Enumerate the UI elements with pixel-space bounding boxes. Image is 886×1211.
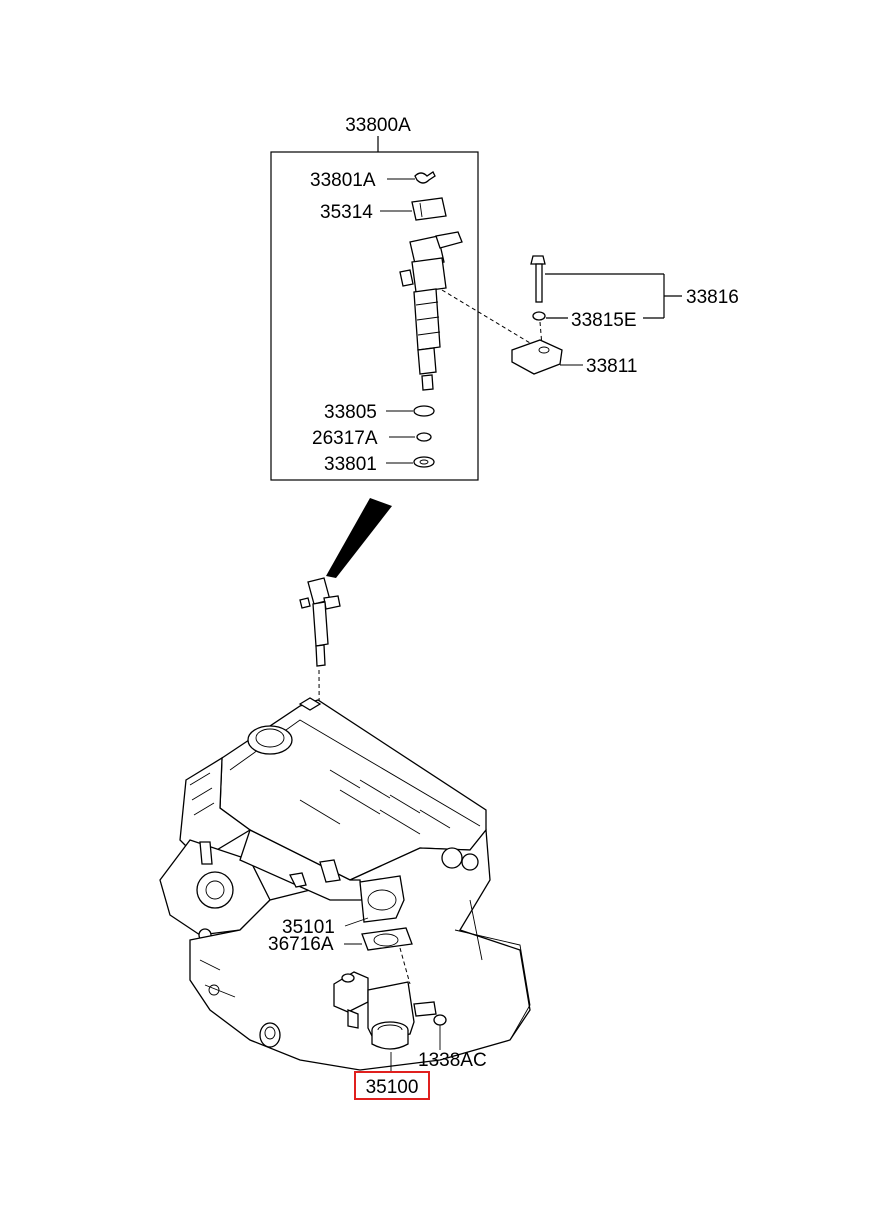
label-33811[interactable]: 33811	[586, 356, 637, 377]
label-33805[interactable]: 33805	[324, 402, 377, 423]
throttle-body-callout[interactable]: 35100	[354, 1071, 430, 1100]
callout-arrow	[326, 498, 392, 578]
clamp-part: 33811	[511, 339, 637, 377]
bolt-small-part: 1338AC	[418, 1014, 487, 1071]
injector-kit-box: 33800A	[270, 115, 479, 481]
label-33815e[interactable]: 33815E	[571, 310, 637, 331]
label-26317a[interactable]: 26317A	[312, 428, 378, 449]
highlight-box	[354, 1071, 430, 1100]
label-35314[interactable]: 35314	[320, 202, 373, 223]
label-35101[interactable]: 35101	[282, 917, 335, 938]
label-33801a[interactable]: 33801A	[310, 170, 376, 191]
injector-part	[399, 231, 546, 391]
throttle-gasket: 36716A	[268, 927, 413, 985]
label-33816[interactable]: 33816	[686, 287, 739, 308]
engine-block	[159, 697, 531, 1071]
small-o-ring-part: 26317A	[312, 428, 432, 449]
label-36716a[interactable]: 36716A	[268, 934, 334, 955]
label-35100[interactable]: 35100	[366, 1077, 419, 1098]
clip-part: 33801A	[310, 170, 436, 191]
seal-washer-part: 33801	[324, 454, 435, 475]
label-33801[interactable]: 33801	[324, 454, 377, 475]
o-ring-part: 33805	[324, 402, 435, 423]
throttle-body	[333, 971, 437, 1072]
sleeve-part: 35314	[320, 197, 447, 223]
washer-part: 33815E	[532, 310, 664, 347]
label-1338ac[interactable]: 1338AC	[418, 1050, 487, 1071]
throttle-gasket-upper: 35101	[282, 917, 369, 938]
label-33800a[interactable]: 33800A	[345, 115, 411, 136]
engine-injector-part	[299, 577, 341, 901]
bolt-part: 33816	[530, 255, 739, 318]
